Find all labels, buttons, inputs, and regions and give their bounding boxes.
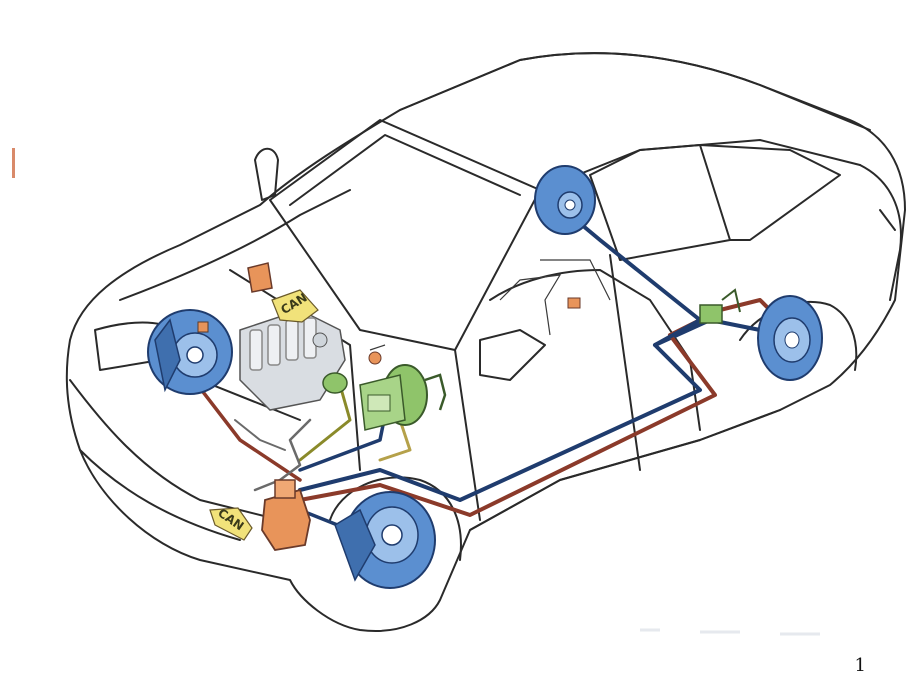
sensor-wire — [234, 419, 286, 451]
engine — [239, 309, 346, 411]
rear-pressure-valve — [699, 288, 741, 324]
abs-hydraulic-unit — [261, 479, 311, 551]
page-number: 1 — [854, 655, 866, 676]
rear-left-brake-drum — [534, 165, 596, 235]
brake-line-blue-rear-left — [568, 213, 702, 347]
master-cylinder-line — [378, 418, 412, 462]
brake-line-red-front-left — [188, 373, 302, 482]
interior-lines — [369, 259, 611, 351]
pedal-sensor — [368, 351, 382, 365]
ground-shadow — [640, 628, 820, 636]
reservoir-line — [298, 383, 352, 462]
yaw-sensor — [567, 297, 581, 309]
rear-right-brake-drum — [757, 295, 823, 381]
ecu-box — [247, 262, 273, 293]
brake-line-blue-rear — [298, 318, 782, 502]
can-label-bottom: CAN — [209, 506, 253, 541]
brake-booster — [359, 364, 447, 431]
front-left-brake-disc — [147, 309, 233, 395]
brake-line-red-rear — [298, 298, 782, 517]
can-wire-grey — [253, 418, 312, 492]
fluid-reservoir — [322, 372, 348, 394]
brake-lines — [188, 213, 782, 537]
front-right-brake-disc — [334, 491, 436, 589]
edge-mark — [12, 148, 15, 178]
throttle-sensor — [312, 332, 328, 348]
car-body — [65, 52, 906, 632]
